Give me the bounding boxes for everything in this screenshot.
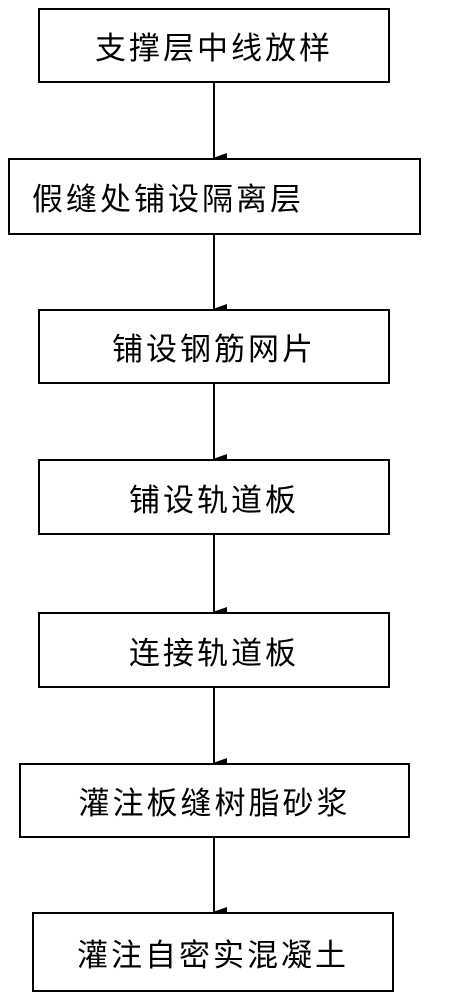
step-label: 灌注板缝树脂砂浆 [78,786,351,822]
step-pour-self-compacting-concrete: 灌注自密实混凝土 [32,912,394,992]
step-isolation-layer: 假缝处铺设隔离层 [8,158,421,235]
step-rebar-mesh: 铺设钢筋网片 [38,309,390,384]
step-label: 假缝处铺设隔离层 [32,182,304,218]
step-connect-track-slab: 连接轨道板 [38,612,390,688]
step-lay-track-slab: 铺设轨道板 [38,459,390,535]
step-label: 铺设钢筋网片 [112,332,316,368]
step-label: 支撑层中线放样 [95,31,333,67]
step-label: 灌注自密实混凝土 [77,937,349,974]
step-label: 铺设轨道板 [129,482,299,519]
step-label: 连接轨道板 [129,635,299,672]
step-pour-resin-mortar: 灌注板缝树脂砂浆 [19,763,410,838]
step-centerline-layout: 支撑层中线放样 [38,8,390,83]
